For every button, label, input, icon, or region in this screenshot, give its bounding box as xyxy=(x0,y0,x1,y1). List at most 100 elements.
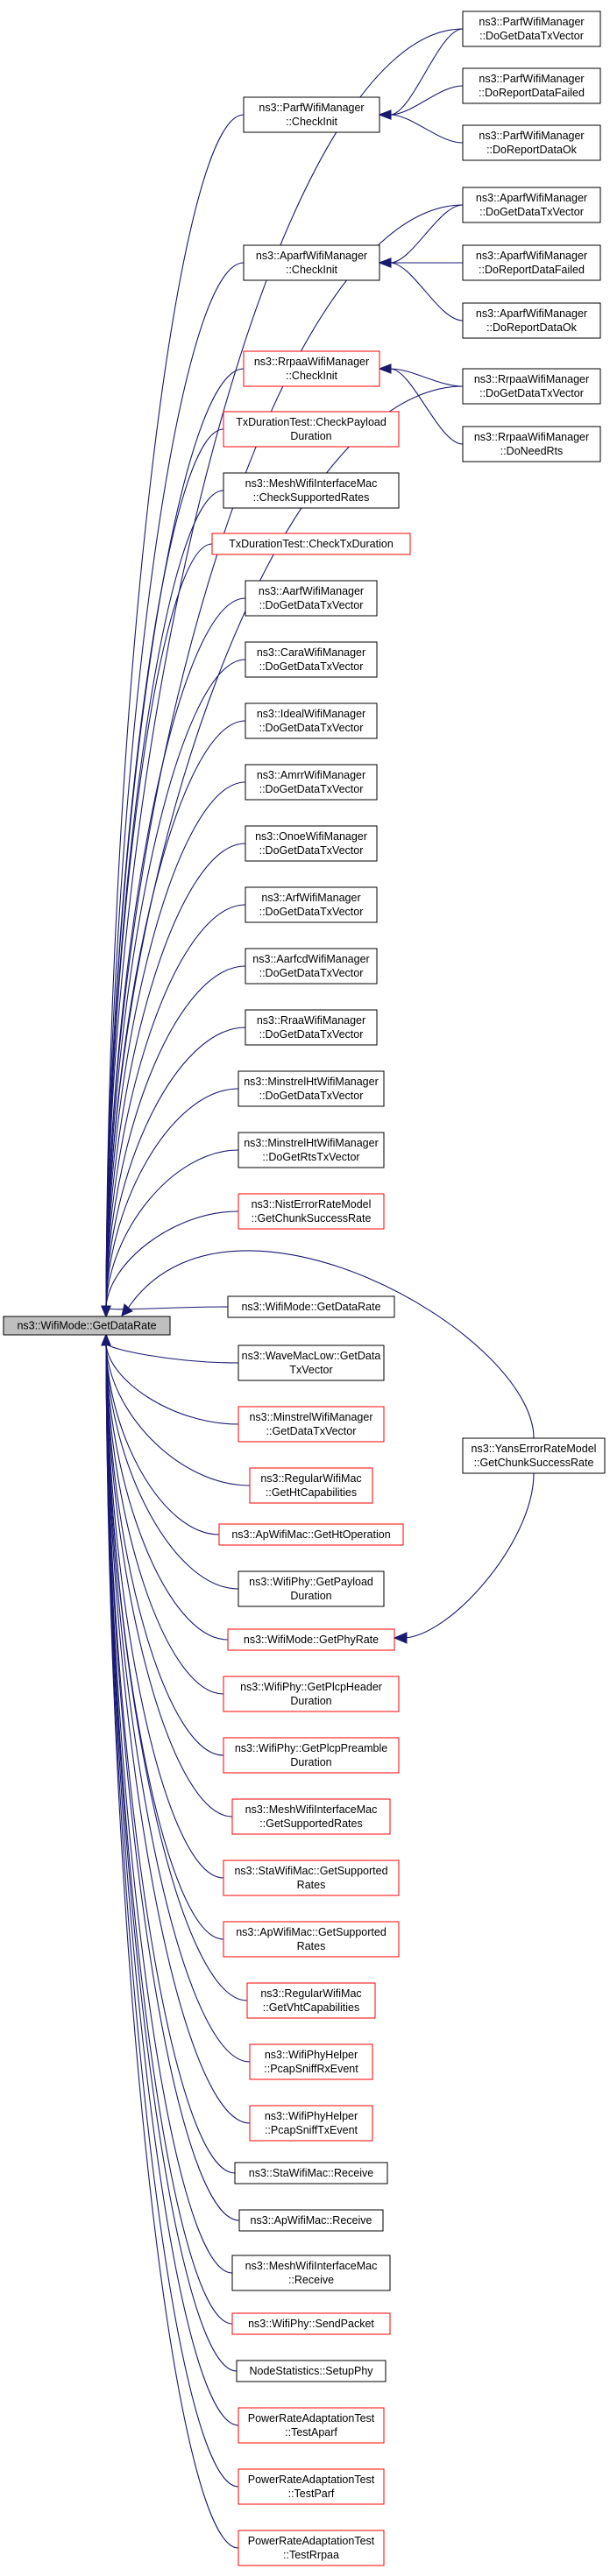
node-parf-doreportdataok[interactable]: ns3::ParfWifiManager::DoReportDataOk xyxy=(462,124,601,161)
node-mesh-receive[interactable]: ns3::MeshWifiInterfaceMac::Receive xyxy=(231,2255,391,2291)
edge xyxy=(101,1305,229,1318)
node-label: ns3::WifiMode::GetDataRate xyxy=(17,1320,156,1332)
node-wifimode-getdatarate[interactable]: ns3::WifiMode::GetDataRate xyxy=(227,1295,395,1318)
node-label: ::DoGetDataTxVector xyxy=(259,1090,364,1102)
node-label: ::DoGetDataTxVector xyxy=(479,30,584,42)
edge xyxy=(101,1333,239,2549)
node-minstrel-getdatatx[interactable]: ns3::MinstrelWifiManager::GetDataTxVecto… xyxy=(238,1406,385,1443)
node-prat-testaparf[interactable]: PowerRateAdaptationTest::TestAparf xyxy=(238,2407,385,2444)
node-box xyxy=(462,11,601,47)
node-box xyxy=(218,1523,404,1546)
node-regularmac-getvhtcap[interactable]: ns3::RegularWifiMac::GetVhtCapabilities xyxy=(246,1982,376,2019)
node-label: ns3::WifiPhy::SendPacket xyxy=(248,2318,374,2330)
node-onoe-dogetdatatx[interactable]: ns3::OnoeWifiManager::DoGetDataTxVector xyxy=(245,825,378,862)
node-box xyxy=(249,1467,373,1504)
node-rrpaa-checkinit[interactable]: ns3::RrpaaWifiManager::CheckInit xyxy=(243,350,380,387)
node-label: ::CheckSupportedRates xyxy=(253,491,370,504)
node-prat-testrrpaa[interactable]: PowerRateAdaptationTest::TestRrpaa xyxy=(238,2530,385,2566)
node-label: ns3::RrpaaWifiManager xyxy=(474,373,589,385)
node-box xyxy=(231,2255,391,2291)
node-nodestats-setupphy[interactable]: NodeStatistics::SetupPhy xyxy=(236,2360,387,2382)
node-txduration-checktxduration[interactable]: TxDurationTest::CheckTxDuration xyxy=(211,533,411,555)
node-label: ::PcapSniffTxEvent xyxy=(265,2124,358,2136)
node-label: ::DoGetDataTxVector xyxy=(259,599,364,611)
node-arf-dogetdatatx[interactable]: ns3::ArfWifiManager::DoGetDataTxVector xyxy=(245,886,378,923)
node-regularmac-gethtcap[interactable]: ns3::RegularWifiMac::GetHtCapabilities xyxy=(249,1467,373,1504)
node-yans-getchunksuccessrate[interactable]: ns3::YansErrorRateModel::GetChunkSuccess… xyxy=(462,1437,606,1474)
node-prat-testparf[interactable]: PowerRateAdaptationTest::TestParf xyxy=(238,2468,385,2505)
node-box xyxy=(223,1860,400,1896)
node-rrpaa-doneedrts[interactable]: ns3::RrpaaWifiManager::DoNeedRts xyxy=(462,426,601,462)
node-label: ::GetSupportedRates xyxy=(259,1817,362,1830)
node-label: ::PcapSniffRxEvent xyxy=(264,2063,358,2075)
node-minstrelht-dogetrtstx[interactable]: ns3::MinstrelHtWifiManager::DoGetRtsTxVe… xyxy=(238,1132,385,1168)
node-parf-checkinit[interactable]: ns3::ParfWifiManager::CheckInit xyxy=(243,96,380,133)
node-box xyxy=(243,96,380,133)
node-label: ::DoGetDataTxVector xyxy=(259,722,364,734)
node-label: ns3::IdealWifiManager xyxy=(257,708,365,720)
node-aparf-checkinit[interactable]: ns3::AparfWifiManager::CheckInit xyxy=(243,244,380,281)
node-rraa-dogetdatatx[interactable]: ns3::RraaWifiManager::DoGetDataTxVector xyxy=(245,1009,378,1046)
node-box xyxy=(238,1193,385,1230)
edge xyxy=(101,1149,239,1318)
node-minstrelht-dogetdatatx[interactable]: ns3::MinstrelHtWifiManager::DoGetDataTxV… xyxy=(238,1070,385,1107)
node-box xyxy=(249,2043,373,2080)
edge xyxy=(378,258,464,321)
node-label: ns3::MeshWifiInterfaceMac xyxy=(245,477,378,490)
node-box xyxy=(238,1406,385,1443)
node-wavemaclow-getdatatx[interactable]: ns3::WaveMacLow::GetDataTxVector xyxy=(238,1344,385,1381)
node-aparf-doreportdatafailed[interactable]: ns3::AparfWifiManager::DoReportDataFaile… xyxy=(462,244,601,281)
node-ideal-dogetdatatx[interactable]: ns3::IdealWifiManager::DoGetDataTxVector xyxy=(245,702,378,739)
node-label: ns3::ArfWifiManager xyxy=(261,892,360,904)
node-stamac-getsupportedrates[interactable]: ns3::StaWifiMac::GetSupportedRates xyxy=(223,1860,400,1896)
node-label: ns3::ParfWifiManager xyxy=(259,102,364,114)
node-nist-getchunksuccessrate[interactable]: ns3::NistErrorRateModel::GetChunkSuccess… xyxy=(238,1193,385,1230)
node-stamac-receive[interactable]: ns3::StaWifiMac::Receive xyxy=(234,2162,388,2184)
node-label: ns3::MinstrelHtWifiManager xyxy=(244,1137,379,1149)
node-amrr-dogetdatatx[interactable]: ns3::AmrrWifiManager::DoGetDataTxVector xyxy=(245,764,378,801)
node-label: ns3::WifiMode::GetDataRate xyxy=(241,1301,380,1313)
node-apmac-getsupportedrates[interactable]: ns3::ApWifiMac::GetSupportedRates xyxy=(223,1921,400,1958)
node-cara-dogetdatatx[interactable]: ns3::CaraWifiManager::DoGetDataTxVector xyxy=(245,641,378,678)
node-box xyxy=(243,350,380,387)
edge xyxy=(101,262,245,1318)
node-mesh-getsupportedrates[interactable]: ns3::MeshWifiInterfaceMac::GetSupportedR… xyxy=(231,1798,391,1835)
edge xyxy=(378,109,464,144)
node-label: ns3::NistErrorRateModel xyxy=(252,1198,372,1210)
node-apmac-receive[interactable]: ns3::ApWifiMac::Receive xyxy=(238,2209,384,2232)
node-box xyxy=(3,1316,171,1336)
node-parf-doreportdatafailed[interactable]: ns3::ParfWifiManager::DoReportDataFailed xyxy=(462,67,601,104)
node-label: ::DoNeedRts xyxy=(500,445,564,457)
node-box xyxy=(223,411,400,448)
node-label: ns3::RraaWifiManager xyxy=(257,1014,365,1027)
node-wifimode-getphyrate[interactable]: ns3::WifiMode::GetPhyRate xyxy=(227,1628,395,1651)
node-label: ns3::WifiPhy::GetPayload xyxy=(249,1576,373,1588)
node-wifiphy-sendpacket[interactable]: ns3::WifiPhy::SendPacket xyxy=(231,2312,391,2335)
node-rrpaa-dogetdatatx[interactable]: ns3::RrpaaWifiManager::DoGetDataTxVector xyxy=(462,368,601,405)
node-label: ns3::WaveMacLow::GetData xyxy=(242,1350,381,1362)
node-aarfcd-dogetdatatx[interactable]: ns3::AarfcdWifiManager::DoGetDataTxVecto… xyxy=(245,948,378,985)
node-label: ::GetChunkSuccessRate xyxy=(474,1457,594,1469)
node-box xyxy=(249,2105,373,2142)
node-aparf-doreportdataok[interactable]: ns3::AparfWifiManager::DoReportDataOk xyxy=(462,302,601,339)
node-box xyxy=(462,368,601,405)
edge xyxy=(101,1333,239,1425)
node-box xyxy=(245,948,378,985)
node-aarf-dogetdatatx[interactable]: ns3::AarfWifiManager::DoGetDataTxVector xyxy=(245,580,378,617)
node-parf-dogetdatatx[interactable]: ns3::ParfWifiManager::DoGetDataTxVector xyxy=(462,11,601,47)
node-label: ns3::MinstrelHtWifiManager xyxy=(244,1076,379,1088)
node-root[interactable]: ns3::WifiMode::GetDataRate xyxy=(3,1316,171,1336)
node-label: ::CheckInit xyxy=(286,116,338,128)
node-box xyxy=(462,426,601,462)
node-phyhelper-pcapsniffrx[interactable]: ns3::WifiPhyHelper::PcapSniffRxEvent xyxy=(249,2043,373,2080)
edge xyxy=(101,1333,239,1364)
node-phyhelper-pcapsnifftx[interactable]: ns3::WifiPhyHelper::PcapSniffTxEvent xyxy=(249,2105,373,2142)
node-label: Duration xyxy=(290,1590,331,1602)
node-apmac-gethtoperation[interactable]: ns3::ApWifiMac::GetHtOperation xyxy=(218,1523,404,1546)
node-aparf-dogetdatatx[interactable]: ns3::AparfWifiManager::DoGetDataTxVector xyxy=(462,187,601,223)
node-mesh-checksupportedrates[interactable]: ns3::MeshWifiInterfaceMac::CheckSupporte… xyxy=(223,472,400,509)
